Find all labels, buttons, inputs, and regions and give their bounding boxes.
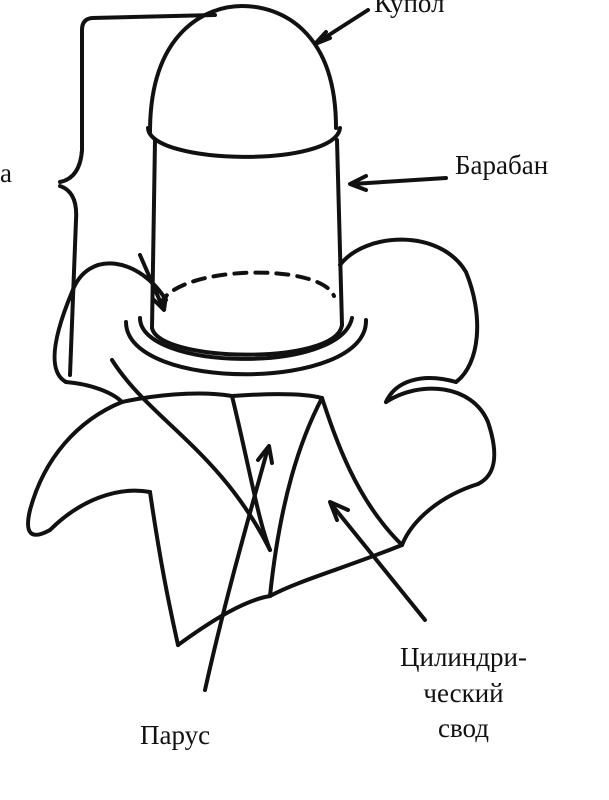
height-bracket — [60, 15, 215, 375]
label-svod-line2: ческий — [400, 676, 527, 712]
cylindrical-vault-front-center — [122, 394, 402, 645]
label-kupol: Купол — [374, 0, 445, 19]
arrow-kupol — [315, 10, 368, 44]
cylindrical-vault-right — [340, 240, 477, 402]
drum-base-ring — [126, 318, 366, 374]
cylindrical-vault-left-front — [28, 402, 150, 535]
label-svod-line3: свод — [400, 711, 527, 747]
label-cylindrical-vault: Цилиндри- ческий свод — [400, 640, 527, 747]
label-cut-edge: а — [0, 158, 12, 189]
label-parus: Парус — [140, 720, 210, 751]
label-svod-line1: Цилиндри- — [400, 640, 527, 676]
arrow-baraban — [350, 176, 446, 190]
label-baraban: Барабан — [455, 150, 548, 181]
drum — [152, 140, 342, 355]
arrow-parus — [205, 446, 272, 690]
cylindrical-vault-far-right — [386, 389, 494, 545]
dome-cap — [148, 6, 340, 157]
